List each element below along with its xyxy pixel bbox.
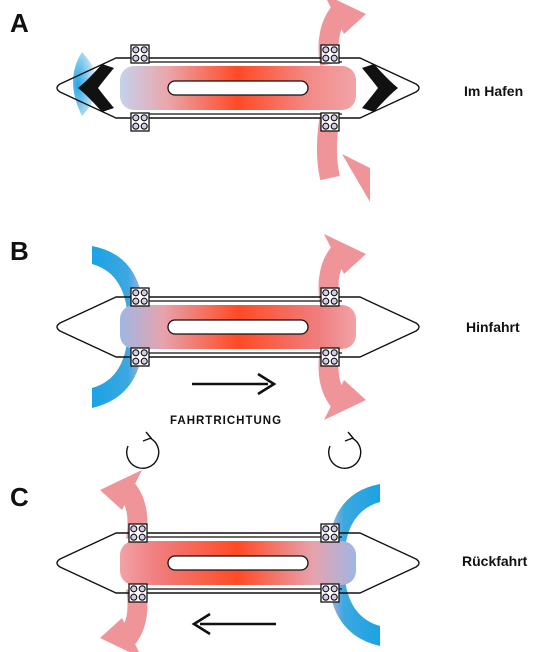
caption-rueckfahrt: Rückfahrt xyxy=(462,553,528,569)
panel-c: C Rückfahrt xyxy=(10,470,528,652)
panel-letter-c: C xyxy=(10,482,29,512)
panel-a: A Im Hafen xyxy=(10,0,523,202)
panel-letter-b: B xyxy=(10,236,29,266)
direction-arrow-backward xyxy=(191,612,276,636)
ferry-hull-b xyxy=(56,287,420,367)
rotation-arrow-left xyxy=(126,431,160,469)
panel-letter-a: A xyxy=(10,8,29,38)
caption-im-hafen: Im Hafen xyxy=(464,83,523,99)
cold-air-intake-arc-right xyxy=(327,484,380,646)
rotation-arrow-right xyxy=(328,431,362,469)
caption-hinfahrt: Hinfahrt xyxy=(466,319,520,335)
ferry-hull-a xyxy=(56,44,420,132)
direction-label: FAHRTRICHTUNG xyxy=(170,415,282,427)
exhaust-arrow-bottom-right xyxy=(317,114,370,202)
cold-air-intake-arc-left xyxy=(92,246,145,408)
direction-arrow-forward xyxy=(192,372,277,396)
panel-b: B Hinfahrt FAHRTRICHTUNG xyxy=(10,234,520,427)
ferry-hull-c xyxy=(56,523,420,603)
